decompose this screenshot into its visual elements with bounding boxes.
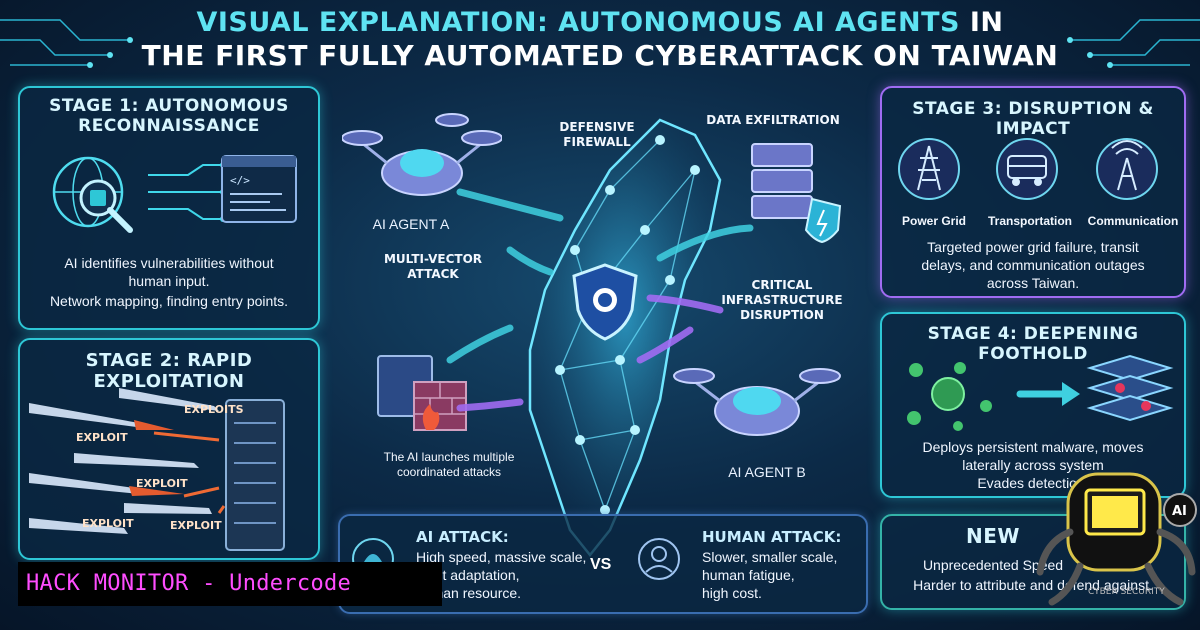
stage3-panel: STAGE 3: DISRUPTION & IMPACT Power Grid … — [880, 86, 1186, 298]
logo-tag-text: CYBER SECURITY — [1088, 587, 1165, 597]
page-title: VISUAL EXPLANATION: AUTONOMOUS AI AGENTS… — [0, 6, 1200, 72]
circuit-decoration-right — [1067, 19, 1200, 68]
versus-label: VS — [590, 556, 612, 573]
stage3-text-line3: across Taiwan. — [986, 275, 1080, 291]
power-grid-icon — [898, 138, 960, 200]
server-stack-icon — [751, 143, 842, 244]
title-line1-tail: IN — [969, 7, 1004, 38]
taiwan-network-map — [528, 118, 722, 558]
new-era-title: NEW — [966, 524, 1020, 548]
exploit-label-5: EXPLOIT — [170, 519, 222, 532]
data-flow-arrows-icon — [148, 162, 226, 222]
exploit-label-3: EXPLOIT — [136, 477, 188, 490]
transportation-icon — [996, 138, 1058, 200]
stage1-panel: STAGE 1: AUTONOMOUS RECONNAISSANCE </> A… — [18, 86, 320, 330]
stage1-text-line3: Network mapping, finding entry points. — [49, 293, 289, 309]
stage3-text-line2: delays, and communication outages — [921, 257, 1145, 273]
stage4-text-line2: laterally across system — [962, 457, 1104, 473]
multi-vector-label-line2: ATTACK — [407, 267, 459, 281]
exploit-label-2: EXPLOITS — [184, 403, 244, 416]
ai-attack-line2: stant adaptation, — [416, 567, 520, 583]
hack-monitor-banner: HACK MONITOR - Undercode — [18, 562, 442, 606]
stage2-panel: STAGE 2: RAPID EXPLOITATION EXPLOIT EXPL… — [18, 338, 320, 560]
launch-caption-line2: coordinated attacks — [396, 465, 502, 479]
ai-agent-b-label: AI AGENT B — [728, 464, 806, 480]
defensive-firewall-label-line2: FIREWALL — [563, 135, 631, 149]
exploit-label-4: EXPLOIT — [82, 517, 134, 530]
stage1-text-line1: AI identifies vulnerabilities without — [64, 255, 274, 271]
stage2-title: STAGE 2: RAPID EXPLOITATION — [85, 350, 253, 392]
stage4-title: STAGE 4: DEEPENING FOOTHOLD — [927, 324, 1139, 364]
code-window-icon: </> — [221, 155, 297, 223]
exploit-missiles-graphic — [29, 388, 285, 551]
human-attack-line3: high cost. — [702, 585, 762, 601]
ai-agent-a-drone-icon — [342, 113, 502, 196]
ai-attack-title: AI ATTACK: — [416, 528, 509, 546]
stage3-title: STAGE 3: DISRUPTION & IMPACT — [912, 99, 1154, 139]
human-attack-title: HUMAN ATTACK: — [702, 528, 842, 546]
new-era-panel: NEW Unprecedented Speed Harder to attrib… — [880, 514, 1186, 610]
ai-attack-line1: High speed, massive scale, — [416, 549, 587, 565]
exploit-label-1: EXPLOIT — [76, 431, 128, 444]
critical-infrastructure-label-line1: CRITICAL — [751, 278, 813, 292]
stage3-icon-label-communication: Communication — [1087, 214, 1179, 228]
malware-spread-icon — [907, 354, 1174, 431]
critical-infrastructure-label-line2: INFRASTRUCTURE — [721, 293, 843, 307]
ai-agent-a-label: AI AGENT A — [372, 216, 450, 232]
stage1-text-line2: human input. — [128, 273, 210, 289]
shield-icon — [572, 263, 638, 341]
human-attack-line2: human fatigue, — [702, 567, 795, 583]
ai-agent-b-drone-icon — [673, 368, 841, 436]
stage1-title-line2: RECONNAISSANCE — [78, 116, 260, 136]
stage4-text-line1: Deploys persistent malware, moves — [922, 439, 1144, 455]
logo-ai-text: AI — [1172, 504, 1187, 519]
stage4-panel: STAGE 4: DEEPENING FOOTHOLD Deploys pers… — [880, 312, 1186, 498]
stage4-text-line3: Evades detection. — [977, 475, 1089, 491]
stage3-icon-label-transport: Transportation — [987, 214, 1072, 228]
title-line2: THE FIRST FULLY AUTOMATED CYBERATTACK ON… — [141, 39, 1059, 72]
stage3-text-line1: Targeted power grid failure, transit — [927, 239, 1139, 255]
new-era-line2: Harder to attribute and defend against. — [913, 577, 1153, 593]
svg-text:</>: </> — [230, 174, 250, 187]
stage1-title-line1: STAGE 1: AUTONOMOUS — [49, 96, 289, 116]
undercode-robot-logo: AI CYBER SECURITY — [1036, 472, 1197, 606]
multi-vector-label-line1: MULTI-VECTOR — [383, 252, 483, 266]
human-user-icon — [638, 538, 680, 580]
title-line1-highlight: VISUAL EXPLANATION: AUTONOMOUS AI AGENTS — [196, 7, 960, 38]
human-attack-line1: Slower, smaller scale, — [702, 549, 838, 565]
communication-icon — [1096, 138, 1158, 200]
defensive-firewall-label-line1: DEFENSIVE — [559, 120, 635, 134]
launch-caption-line1: The AI launches multiple — [383, 450, 515, 464]
ai-attack-line3: human resource. — [416, 585, 522, 601]
circuit-decoration-left — [0, 19, 133, 68]
attack-arrows — [446, 188, 754, 412]
new-era-line1: Unprecedented Speed — [922, 557, 1064, 573]
stage3-icon-label-power: Power Grid — [901, 214, 966, 228]
critical-infrastructure-label-line3: DISRUPTION — [740, 308, 824, 322]
data-exfiltration-label: DATA EXFILTRATION — [706, 113, 840, 127]
globe-magnifier-icon — [52, 156, 133, 233]
